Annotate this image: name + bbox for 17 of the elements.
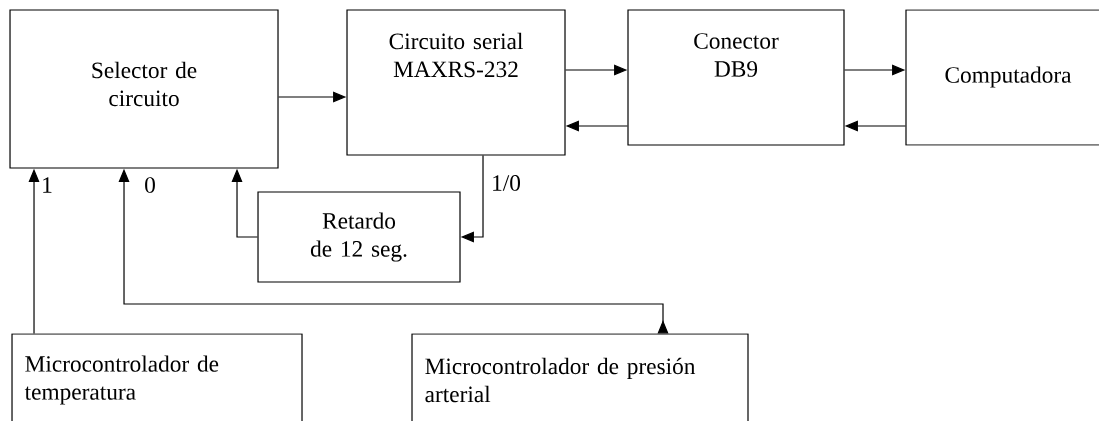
block-label: Conector DB9 xyxy=(694,33,779,77)
block-box xyxy=(627,9,845,146)
block-label: Selector de circuito xyxy=(92,61,197,107)
block-box xyxy=(11,333,303,421)
block-label: Microcontrolador de presión arterial xyxy=(425,357,696,403)
block-box xyxy=(411,333,749,421)
block-label: Computadora xyxy=(945,66,1072,88)
edge-label: 0 xyxy=(142,175,158,195)
edge-label: 1 xyxy=(39,175,55,195)
block-label: Microcontrolador de temperatura xyxy=(24,355,219,405)
block-box xyxy=(346,9,566,156)
block-box xyxy=(257,191,461,283)
block-label: Circuito serial MAXRS-232 xyxy=(389,32,523,78)
block-box xyxy=(9,9,279,169)
block-box xyxy=(905,9,1099,146)
block-label: Retardo de 12 seg. xyxy=(310,212,407,262)
edge-label: 1/0 xyxy=(489,173,523,193)
